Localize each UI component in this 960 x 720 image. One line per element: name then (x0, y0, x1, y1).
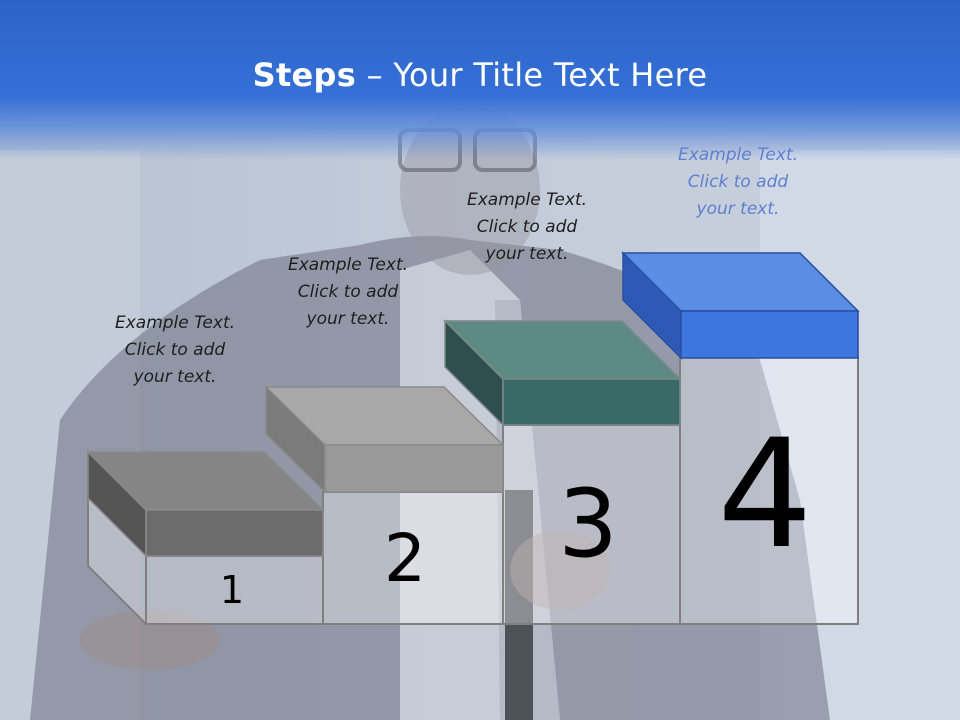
caption-line: your text. (306, 309, 390, 329)
header-band (0, 0, 960, 160)
caption-line: your text. (485, 244, 569, 264)
caption-line: Click to add (476, 217, 578, 237)
step-2-front (322, 491, 504, 625)
step-1-number: 1 (219, 568, 245, 612)
step-4-box (621, 251, 860, 360)
caption-line: Click to add (687, 172, 789, 192)
step-4-number: 4 (717, 408, 813, 582)
caption-line: Click to add (297, 282, 399, 302)
step-2-box (264, 385, 505, 494)
step-2-number: 2 (384, 520, 426, 597)
step-1-box (86, 450, 325, 558)
step-3-front (502, 424, 681, 625)
title-rest: – Your Title Text Here (356, 56, 708, 94)
step-3-box (443, 319, 682, 427)
caption-line: your text. (133, 367, 217, 387)
step-4-caption[interactable]: Example Text. Click to add your text. (658, 142, 818, 223)
step-4-front (679, 356, 859, 625)
caption-line: Example Text. (114, 313, 236, 333)
step-3-caption[interactable]: Example Text. Click to add your text. (447, 187, 607, 268)
step-3-number: 3 (558, 470, 618, 579)
step-1-caption[interactable]: Example Text. Click to add your text. (95, 310, 255, 391)
caption-line: Click to add (124, 340, 226, 360)
caption-line: Example Text. (677, 145, 799, 165)
title-bold: Steps (252, 56, 357, 94)
step-2-caption[interactable]: Example Text. Click to add your text. (268, 252, 428, 333)
caption-line: Example Text. (287, 255, 409, 275)
slide-title[interactable]: Steps – Your Title Text Here (0, 56, 960, 94)
caption-line: Example Text. (466, 190, 588, 210)
caption-line: your text. (696, 199, 780, 219)
